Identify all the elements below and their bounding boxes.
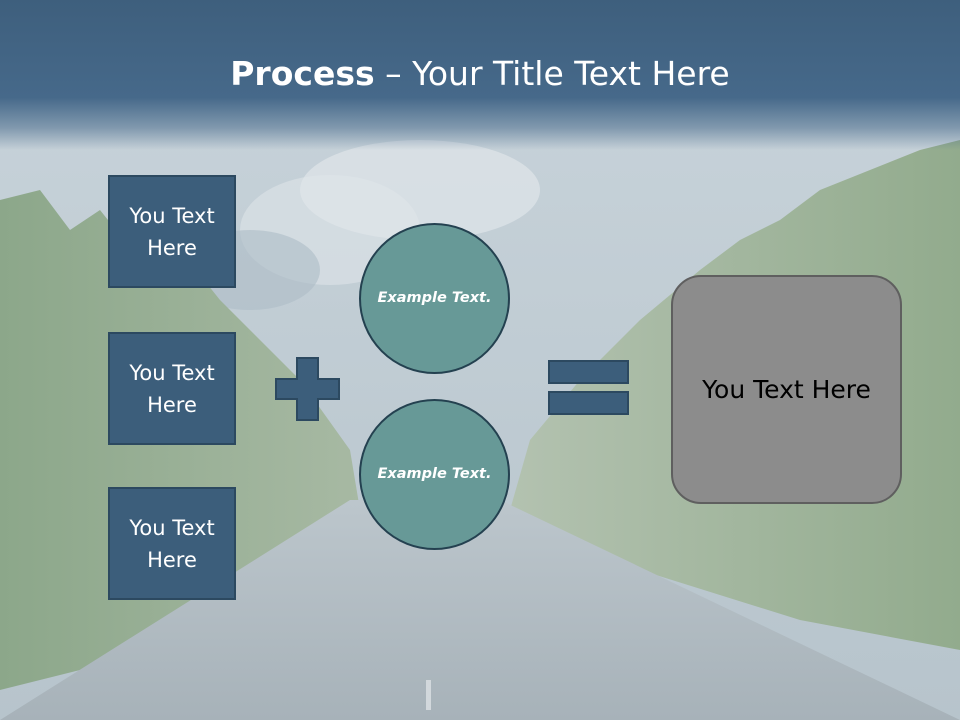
input-box-3: You Text Here [108,487,236,600]
page-title: Process – Your Title Text Here [0,52,960,96]
title-rest: – Your Title Text Here [374,54,730,93]
input-box-1: You Text Here [108,175,236,288]
title-band [0,0,960,150]
plus-icon [275,357,340,421]
title-bold: Process [230,54,375,93]
equals-icon [548,360,629,415]
example-circle-2: Example Text. [359,399,510,550]
input-box-2: You Text Here [108,332,236,445]
result-box: You Text Here [671,275,902,504]
example-circle-1: Example Text. [359,223,510,374]
